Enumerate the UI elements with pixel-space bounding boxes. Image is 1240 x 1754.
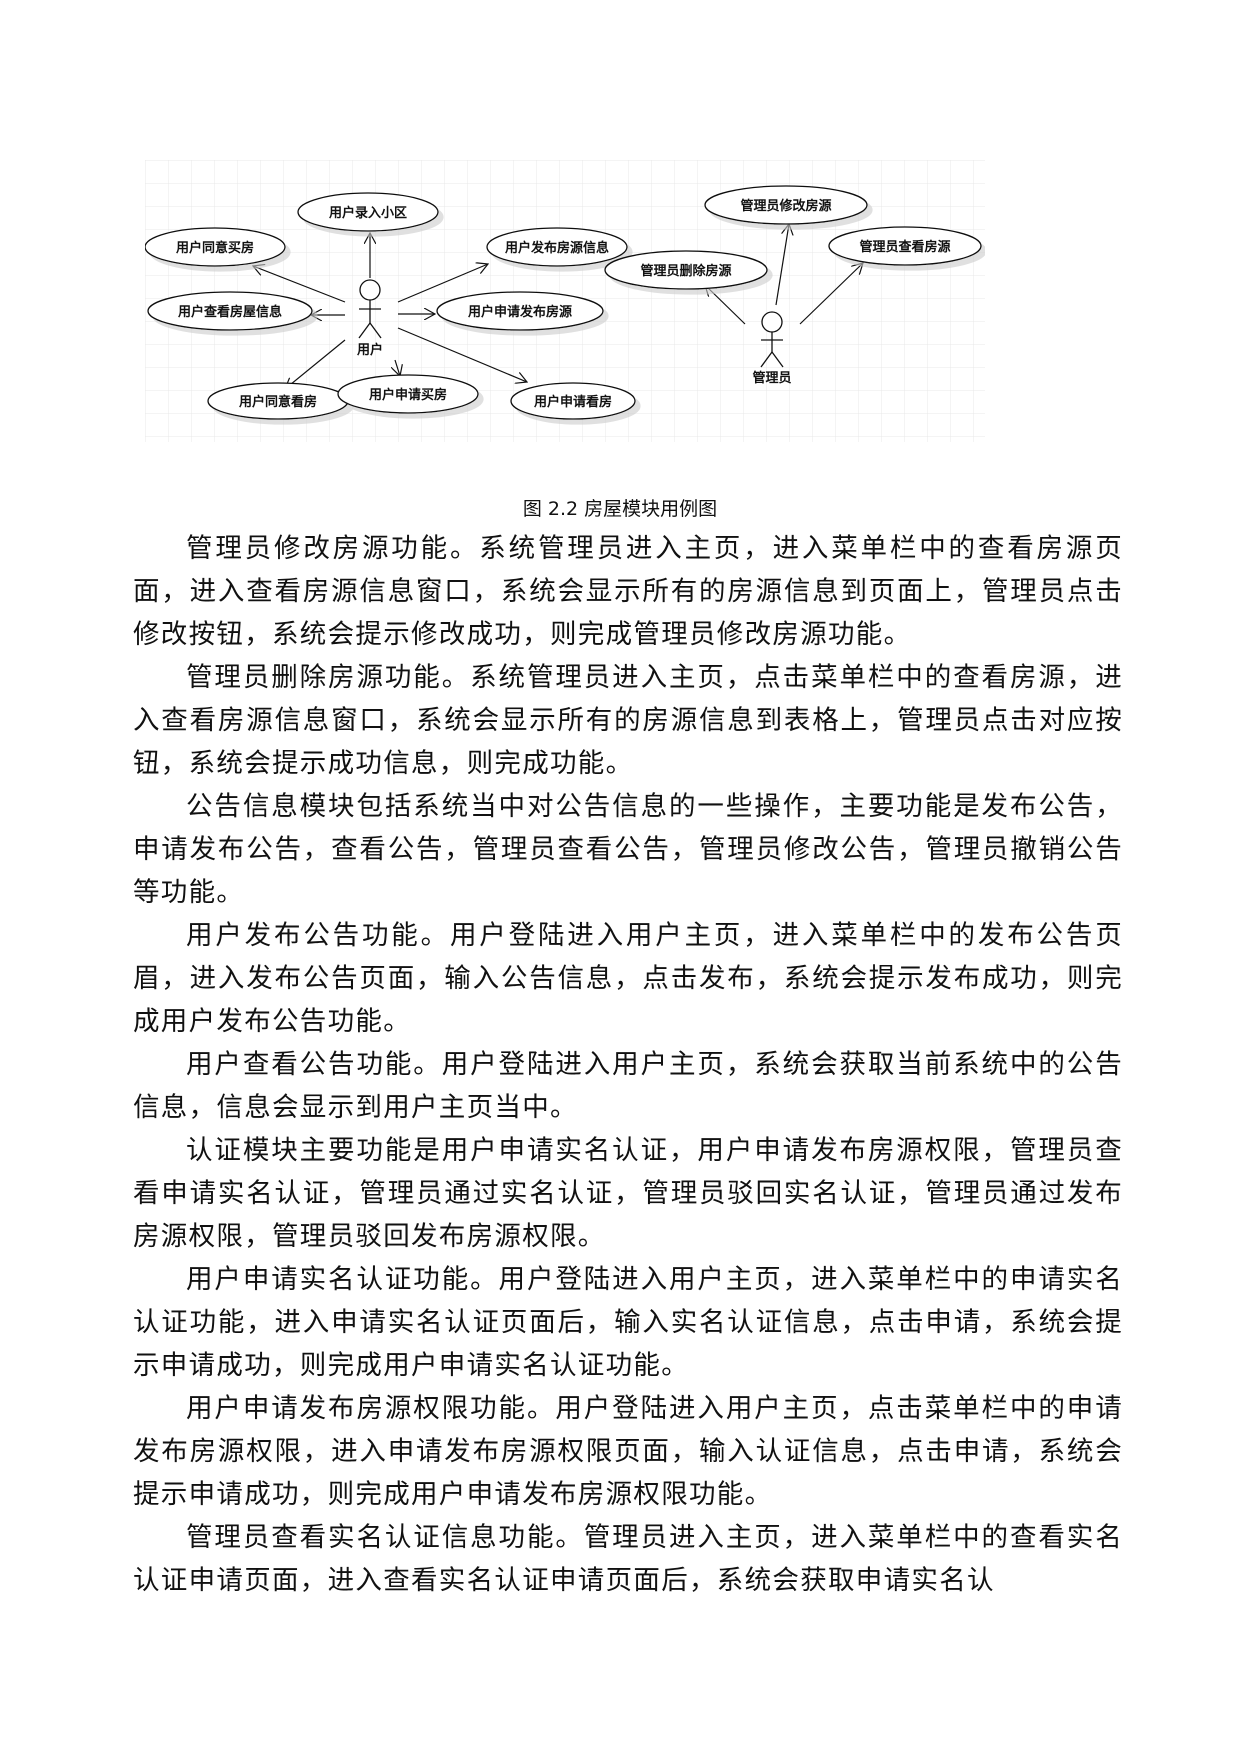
paragraph-user-view-notice: 用户查看公告功能。用户登陆进入用户主页，系统会获取当前系统中的公告信息，信息会显…: [133, 1049, 1123, 1123]
actor-user: 用户: [356, 279, 383, 358]
use-case-user-apply-viewing: 用户申请看房: [533, 394, 612, 410]
use-case-user-agree-buy: 用户同意买房: [175, 240, 254, 256]
paragraph-user-apply-realname: 用户申请实名认证功能。用户登陆进入用户主页，进入菜单栏中的申请实名认证功能，进入…: [133, 1264, 1123, 1381]
paragraph-admin-delete-listing: 管理员删除房源功能。系统管理员进入主页，点击菜单栏中的查看房源，进入查看房源信息…: [133, 662, 1123, 779]
paragraph-auth-module: 认证模块主要功能是用户申请实名认证，用户申请发布房源权限，管理员查看申请实名认证…: [133, 1135, 1123, 1252]
body-text: 管理员修改房源功能。系统管理员进入主页，进入菜单栏中的查看房源页面，进入查看房源…: [133, 527, 1123, 1602]
figure-caption: 图 2.2 房屋模块用例图: [522, 498, 718, 520]
use-case-diagram: 用户 用户录入小区 用户同意买房 用户发布房源信息 用户查看房屋信息 用户申请发…: [145, 160, 985, 442]
paragraph-user-publish-notice: 用户发布公告功能。用户登陆进入用户主页，进入菜单栏中的发布公告页眉，进入发布公告…: [133, 920, 1123, 1037]
use-case-admin-view-listing: 管理员查看房源: [859, 239, 950, 255]
actor-admin: 管理员: [752, 311, 792, 386]
use-case-user-apply-buy: 用户申请买房: [368, 387, 447, 403]
use-case-user-apply-publish: 用户申请发布房源: [467, 304, 572, 320]
paragraph-user-apply-publish-permission: 用户申请发布房源权限功能。用户登陆进入用户主页，点击菜单栏中的申请发布房源权限，…: [133, 1393, 1123, 1510]
use-case-user-publish-listing: 用户发布房源信息: [504, 240, 609, 256]
use-case-user-view-house: 用户查看房屋信息: [177, 304, 282, 320]
paragraph-notice-module: 公告信息模块包括系统当中对公告信息的一些操作，主要功能是发布公告，申请发布公告，…: [133, 791, 1123, 908]
paragraph-admin-edit-listing: 管理员修改房源功能。系统管理员进入主页，进入菜单栏中的查看房源页面，进入查看房源…: [133, 533, 1123, 650]
use-case-user-agree-viewing: 用户同意看房: [238, 394, 317, 410]
use-case-admin-delete-listing: 管理员删除房源: [640, 263, 731, 279]
use-case-admin-edit-listing: 管理员修改房源: [740, 198, 831, 214]
actor-user-label: 用户: [356, 342, 383, 358]
paragraph-admin-view-realname: 管理员查看实名认证信息功能。管理员进入主页，进入菜单栏中的查看实名认证申请页面，…: [133, 1522, 1123, 1596]
actor-admin-label: 管理员: [752, 370, 791, 386]
use-case-user-enter-community: 用户录入小区: [328, 205, 407, 221]
